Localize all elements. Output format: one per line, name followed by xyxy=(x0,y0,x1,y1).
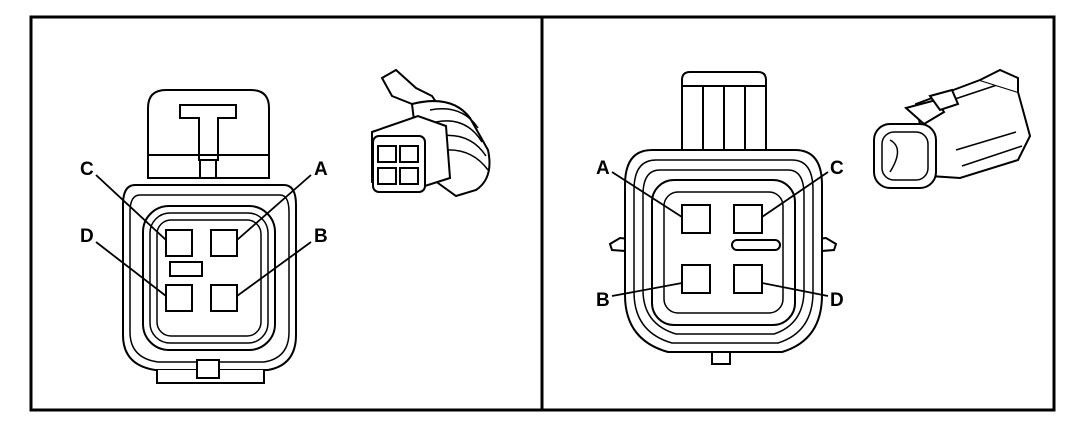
left-connector-body xyxy=(122,184,297,384)
left-pin-b-cavity xyxy=(210,284,238,312)
left-label-b: B xyxy=(314,226,328,247)
right-leader-c xyxy=(761,171,829,218)
left-leader-b xyxy=(236,241,312,297)
left-leader-a xyxy=(236,174,312,241)
left-connector-latch xyxy=(147,89,270,179)
right-label-c: C xyxy=(830,158,844,179)
left-label-c: C xyxy=(80,159,94,180)
left-pin-a-cavity xyxy=(210,229,238,257)
right-leader-b xyxy=(611,282,683,297)
right-pin-d-cavity xyxy=(733,264,763,294)
left-leader-c xyxy=(95,174,167,241)
right-leader-d xyxy=(761,282,829,297)
right-leader-a xyxy=(611,171,683,218)
right-panel: A C B D xyxy=(596,68,1032,365)
left-panel: C A D B xyxy=(80,68,491,384)
right-pin-a-cavity xyxy=(681,204,711,234)
left-label-a: A xyxy=(314,159,328,180)
right-label-a: A xyxy=(596,158,610,179)
right-label-d: D xyxy=(830,290,844,311)
left-label-d: D xyxy=(80,226,94,247)
left-connector-iso-view xyxy=(371,68,491,198)
right-connector-body xyxy=(608,149,838,365)
left-pin-c-cavity xyxy=(165,229,193,257)
right-pin-b-cavity xyxy=(681,264,711,294)
right-pin-c-cavity xyxy=(733,204,763,234)
right-connector-iso-view xyxy=(873,68,1032,189)
left-leader-d xyxy=(95,241,167,297)
right-label-b: B xyxy=(596,290,610,311)
left-pin-d-cavity xyxy=(165,284,193,312)
right-connector-latch xyxy=(681,71,767,163)
